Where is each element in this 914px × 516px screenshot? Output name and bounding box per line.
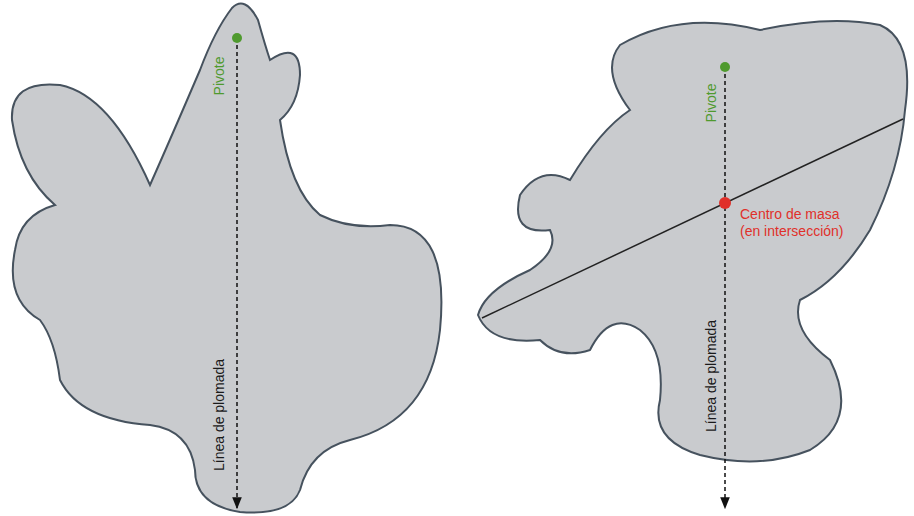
pivot-label: Pivote (211, 57, 228, 96)
irregular-shape (470, 0, 914, 516)
center-of-mass-label: Centro de masa (en intersección) (740, 206, 858, 240)
shape-region: PivoteCentro de masa (en intersección) Lí… (470, 0, 914, 516)
pivot-point (232, 33, 242, 43)
irregular-shape (0, 0, 460, 516)
center-of-mass-dot (719, 197, 731, 209)
plumb-line (724, 67, 726, 508)
shape-outline (478, 21, 907, 461)
balance-line (482, 119, 903, 318)
pivot-label: Pivote (703, 84, 720, 123)
plumb-line-label: Línea de plomada (211, 359, 228, 471)
plumb-line (236, 38, 238, 508)
pivot-point (720, 62, 730, 72)
shape-outline (12, 4, 442, 513)
plumb-line-label: Línea de plomada (703, 320, 720, 432)
shape-region: PivoteLínea de plomada (0, 0, 460, 516)
